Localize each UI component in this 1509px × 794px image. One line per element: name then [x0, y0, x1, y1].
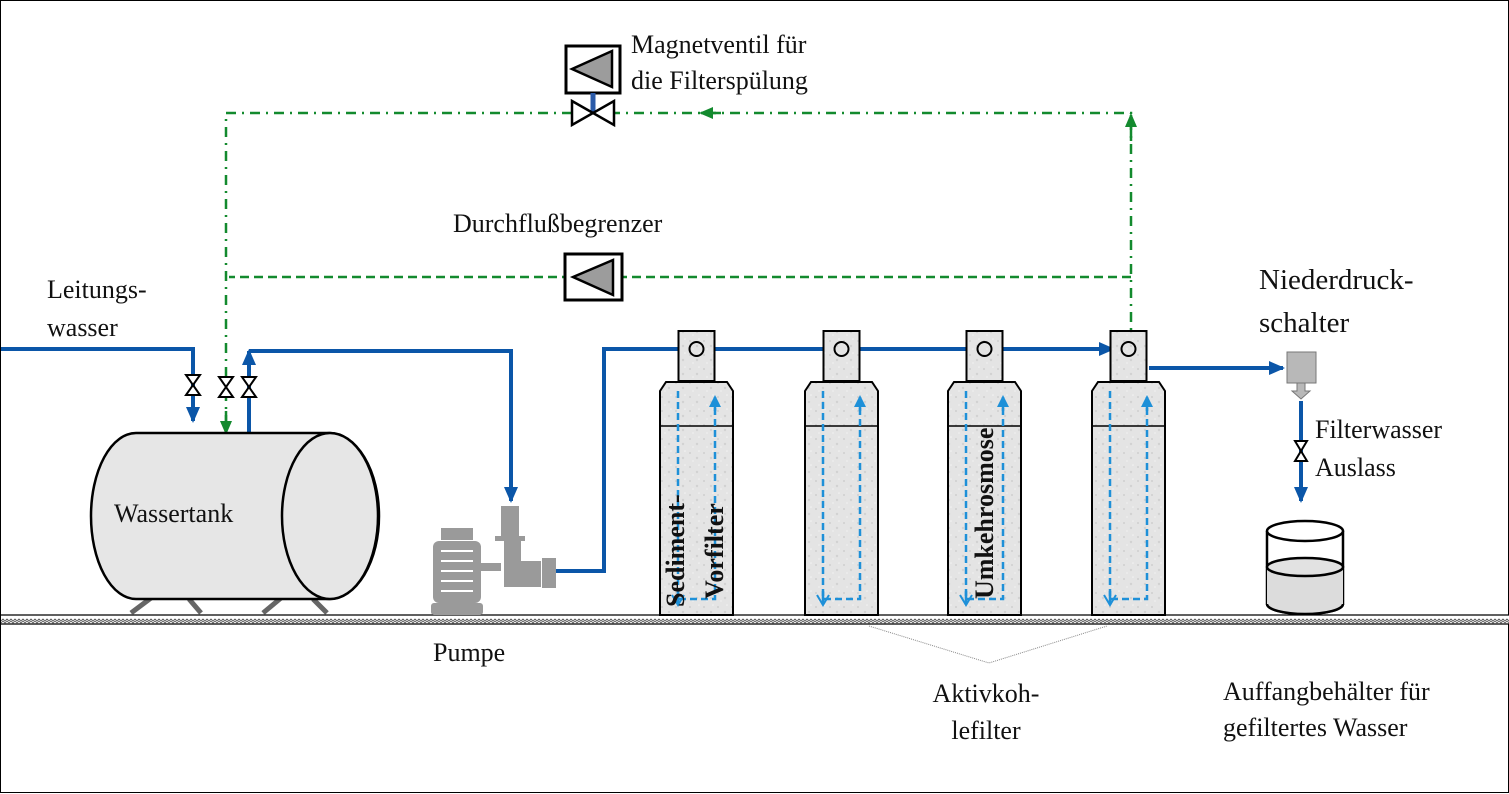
- label-magnetventil-1: Magnetventil für: [631, 30, 807, 59]
- water-pipe-inlet: [1, 347, 200, 423]
- label-aktivkohle-2: lefilter: [951, 716, 1021, 745]
- label-leitungswasser-2: wasser: [47, 313, 118, 342]
- label-durchflussbegrenzer: Durchflußbegrenzer: [453, 209, 663, 238]
- flow-restrictor-icon: [563, 252, 624, 302]
- label-sediment-2: Vorfilter: [700, 503, 729, 599]
- label-leitungswasser-1: Leitungs-: [47, 275, 147, 304]
- label-auffang-1: Auffangbehälter für: [1223, 677, 1430, 706]
- label-aktivkohle-1: Aktivkoh-: [932, 679, 1040, 708]
- label-magnetventil-2: die Filterspülung: [631, 66, 808, 95]
- label-sediment-1: Sediment-: [661, 494, 690, 607]
- container-icon: [1265, 519, 1345, 616]
- filter-group: [659, 330, 1166, 616]
- label-auffang-2: gefiltertes Wasser: [1223, 713, 1408, 742]
- label-wassertank: Wassertank: [114, 499, 234, 528]
- label-niederdruck-2: schalter: [1259, 307, 1350, 339]
- pressure-switch-icon: [1286, 351, 1317, 400]
- label-umkehrosmose: Umkehrosmose: [970, 427, 999, 599]
- label-pumpe: Pumpe: [433, 638, 506, 667]
- valve-icon: [184, 374, 1309, 462]
- filter-cartridge-icon: [1091, 330, 1166, 616]
- tank-icon: [89, 431, 381, 615]
- label-filterwasser-1: Filterwasser: [1315, 415, 1443, 444]
- filter-cartridge-icon: [947, 330, 1022, 616]
- solenoid-valve-icon: [564, 44, 622, 128]
- aktivkohle-bracket: [868, 625, 1108, 664]
- filter-cartridge-icon: [659, 330, 734, 616]
- label-filterwasser-2: Auslass: [1315, 453, 1396, 482]
- ground-line: [1, 614, 1509, 625]
- filter-cartridge-icon: [804, 330, 879, 616]
- water-pipe-to-switch: [1149, 361, 1308, 503]
- label-niederdruck-1: Niederdruck-: [1259, 264, 1414, 296]
- pump-icon: [431, 506, 556, 615]
